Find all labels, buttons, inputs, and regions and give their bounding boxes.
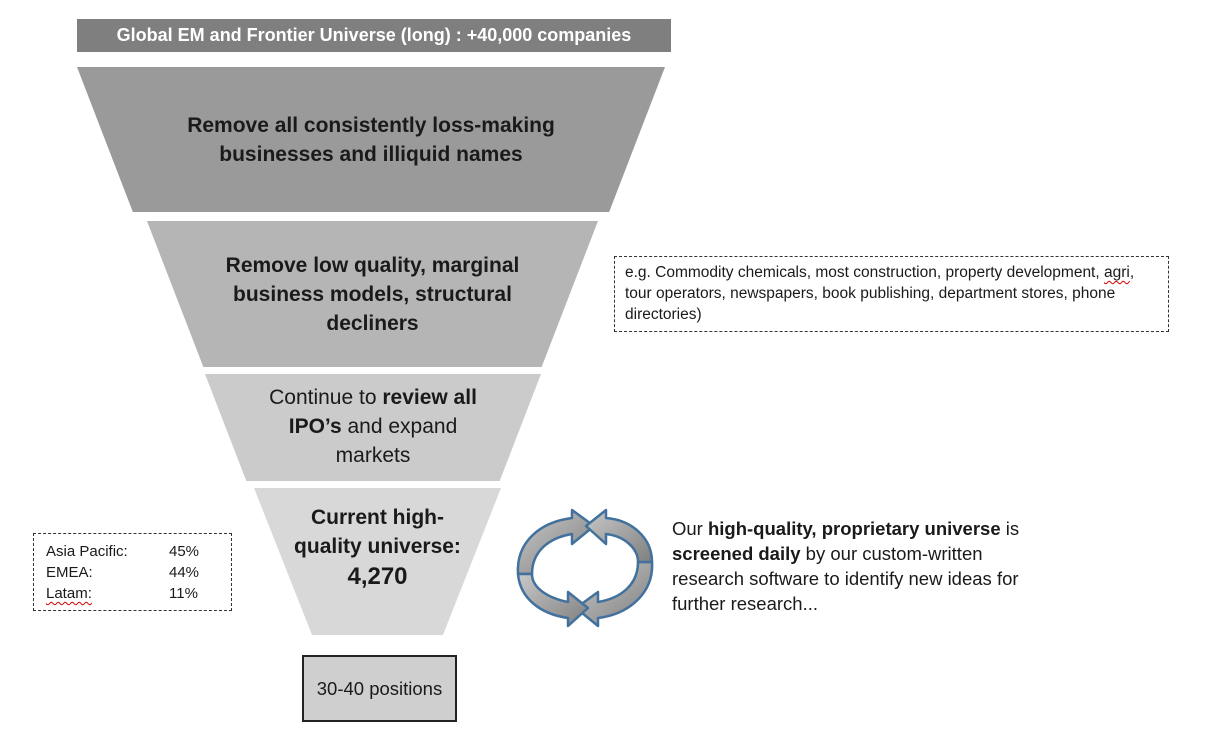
screening-description: Our high-quality, proprietary universe i… [672, 516, 1052, 616]
screening-p1: Our [672, 518, 708, 539]
region-breakdown: Asia Pacific: 45% EMEA: 44% Latam: 11% [33, 533, 232, 611]
tier-low-quality-text: Remove low quality, marginal business mo… [225, 253, 520, 335]
examples-note-line1: e.g. Commodity chemicals, most construct… [625, 264, 1104, 281]
funnel-tier-current-universe: Current high-quality universe: 4,270 [254, 488, 501, 635]
region-row: Latam: 11% [46, 583, 231, 604]
tier-current-universe-text: Current high-quality universe: 4,270 [288, 503, 468, 593]
tier-review-post: and expand markets [335, 415, 458, 467]
cycle-arrow-right [574, 560, 654, 628]
funnel-tier-loss-making: Remove all consistently loss-making busi… [77, 67, 665, 212]
screening-b1: high-quality, proprietary universe [707, 518, 1001, 539]
universe-header: Global EM and Frontier Universe (long) :… [77, 19, 671, 52]
positions-label: 30-40 positions [316, 677, 443, 699]
universe-header-title: Global EM and Frontier Universe (long) :… [116, 25, 632, 45]
region-share: 44% [169, 564, 200, 581]
tier-review-ipos-text: Continue to review all IPO’s and expand … [253, 383, 493, 470]
cycle-arrows-icon [516, 508, 654, 628]
region-name: Asia Pacific: [46, 543, 128, 560]
region-row: EMEA: 44% [46, 562, 231, 583]
current-universe-label: Current high-quality universe: [294, 505, 461, 558]
cycle-arrow-bottom-left [516, 572, 590, 628]
tier-loss-making-text: Remove all consistently loss-making busi… [187, 113, 555, 166]
current-universe-count: 4,270 [347, 562, 408, 590]
funnel-tier-review-ipos: Continue to review all IPO’s and expand … [205, 374, 541, 481]
tier-review-bold: review all IPO’s [288, 386, 477, 438]
region-share: 45% [169, 543, 200, 560]
region-row: Asia Pacific: 45% [46, 541, 231, 562]
cycle-arrow-top [516, 508, 596, 576]
region-name: EMEA: [46, 564, 93, 581]
screening-p2: is [1000, 518, 1020, 539]
region-share: 11% [169, 585, 198, 602]
examples-note: e.g. Commodity chemicals, most construct… [614, 256, 1169, 332]
cycle-arrow-top-right [584, 508, 654, 564]
tier-review-pre: Continue to [269, 386, 383, 409]
examples-note-agri: agri [1103, 264, 1130, 281]
region-name: Latam: [46, 585, 92, 602]
positions-box: 30-40 positions [302, 655, 457, 722]
screening-b2: screened daily [672, 543, 801, 564]
screening-p3: by our custom-written research software … [672, 543, 1019, 614]
funnel-tier-low-quality: Remove low quality, marginal business mo… [147, 221, 598, 367]
examples-note-line2: , tour operators, newspapers, book publi… [625, 264, 1135, 323]
